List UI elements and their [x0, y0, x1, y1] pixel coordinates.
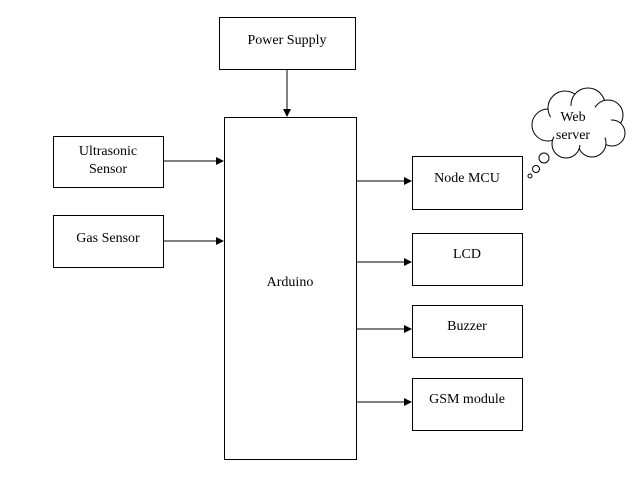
- web-server-cloud: [531, 87, 626, 159]
- lcd-box: [412, 233, 523, 286]
- gsm-module-box: [412, 378, 523, 431]
- thought-bubble-medium: [532, 165, 540, 173]
- arduino-box: [224, 117, 357, 460]
- node-mcu-label: Node MCU: [434, 171, 500, 186]
- web-server-label-line1: Web: [560, 110, 585, 125]
- power-supply-box: [219, 17, 356, 70]
- gas-sensor-label: Gas Sensor: [76, 231, 140, 246]
- ultrasonic-sensor-label-line2: Sensor: [89, 162, 127, 177]
- web-server-label-line2: server: [556, 128, 591, 143]
- gsm-module-label: GSM module: [429, 392, 505, 407]
- node-mcu-box: [412, 156, 523, 210]
- power-supply-label: Power Supply: [248, 33, 327, 48]
- arduino-label: Arduino: [267, 275, 314, 290]
- lcd-label: LCD: [453, 247, 481, 262]
- gas-sensor-box: [53, 215, 164, 268]
- ultrasonic-sensor-box: [53, 136, 164, 188]
- ultrasonic-sensor-label-line1: Ultrasonic: [79, 144, 137, 159]
- thought-bubble-large: [538, 152, 550, 164]
- buzzer-box: [412, 305, 523, 358]
- buzzer-label: Buzzer: [447, 319, 487, 334]
- thought-bubble-small: [527, 173, 533, 179]
